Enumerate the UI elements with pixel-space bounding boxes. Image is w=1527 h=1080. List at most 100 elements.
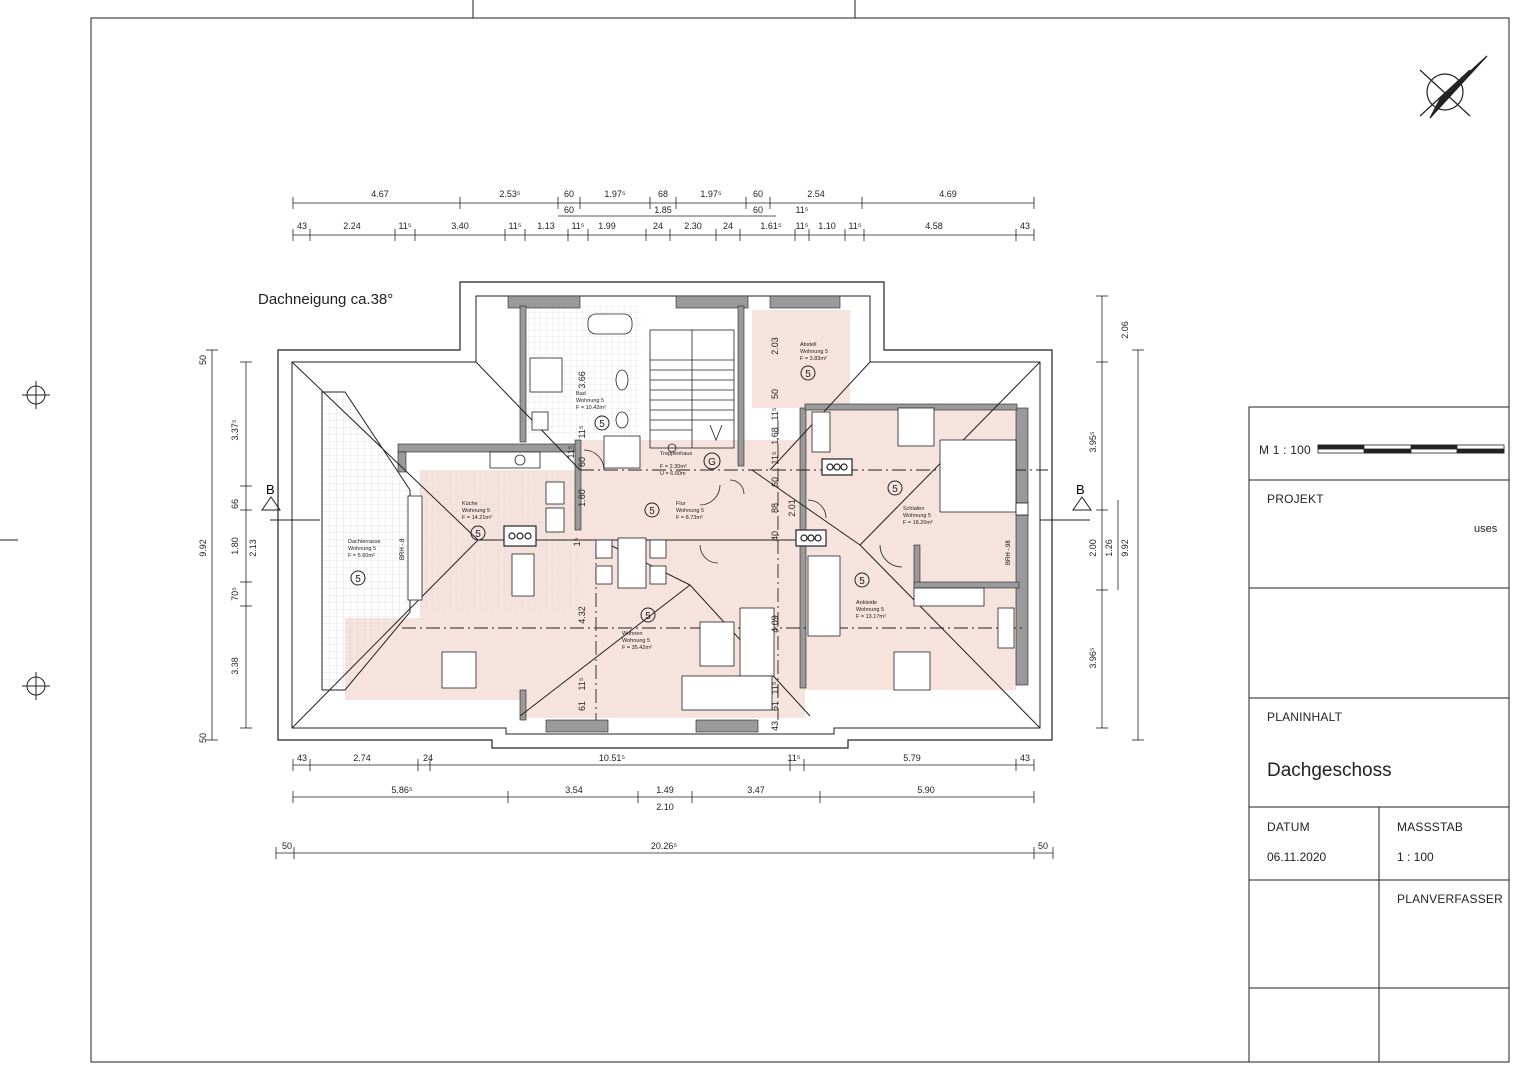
room-label: Küche Wohnung 5 F = 14.21m² — [462, 501, 492, 521]
massstab-label: MASSSTAB — [1397, 820, 1464, 834]
svg-text:5: 5 — [859, 576, 865, 587]
dimension-ticks — [206, 197, 1144, 859]
svg-text:66: 66 — [230, 499, 240, 509]
svg-text:11⁵: 11⁵ — [787, 753, 800, 763]
svg-text:Abstell: Abstell — [800, 342, 817, 348]
svg-text:1⁵: 1⁵ — [572, 537, 582, 546]
datum-label: DATUM — [1267, 820, 1310, 834]
svg-text:3.40: 3.40 — [451, 221, 469, 231]
svg-text:Wohnung 5: Wohnung 5 — [676, 508, 704, 514]
svg-text:Wohnen: Wohnen — [622, 631, 642, 637]
room-label: Treppenhaus F = 2.30m² U = 6.60m — [660, 451, 692, 477]
unit-marker-icon: 5 — [470, 525, 486, 541]
planverfasser-label: PLANVERFASSER — [1397, 892, 1503, 906]
svg-text:60: 60 — [577, 457, 587, 467]
dims-bottom-row2: 5.86⁵ 3.54 1.49 3.47 5.90 2.10 — [391, 785, 934, 812]
svg-text:68: 68 — [658, 189, 668, 199]
svg-text:F = 5.60m²: F = 5.60m² — [348, 553, 375, 559]
svg-text:Treppenhaus: Treppenhaus — [660, 451, 692, 457]
room-label: Abstell Wohnung 5 F = 3.83m² — [800, 342, 828, 362]
svg-text:2.30: 2.30 — [684, 221, 702, 231]
svg-text:2.01: 2.01 — [787, 499, 797, 517]
svg-text:24: 24 — [723, 221, 733, 231]
svg-text:Wohnung 5: Wohnung 5 — [856, 607, 884, 613]
svg-text:2.24: 2.24 — [343, 221, 361, 231]
svg-text:1.97⁵: 1.97⁵ — [604, 189, 626, 199]
chimney-icon — [503, 458, 853, 547]
planinhalt-value: Dachgeschoss — [1267, 760, 1392, 781]
staircase — [649, 329, 735, 453]
registration-mark-icon — [22, 381, 50, 700]
svg-text:9.92: 9.92 — [1120, 539, 1130, 557]
svg-text:1.97⁵: 1.97⁵ — [700, 189, 722, 199]
north-arrow-icon — [1419, 55, 1488, 119]
svg-text:11⁵: 11⁵ — [770, 407, 780, 420]
svg-text:5: 5 — [805, 369, 811, 380]
svg-text:60: 60 — [564, 205, 574, 215]
svg-text:60: 60 — [753, 205, 763, 215]
brh-left-label: BRH -.8 — [400, 538, 406, 560]
svg-text:20.26⁵: 20.26⁵ — [651, 841, 678, 851]
dims-right: 2.06 3.95⁵ 2.00 3.96⁵ 1.26 9.92 — [1088, 321, 1130, 668]
dims-top-row2: 60 1.85 60 11⁵ — [564, 205, 809, 215]
svg-text:24: 24 — [653, 221, 663, 231]
svg-text:1.80: 1.80 — [230, 537, 240, 555]
projekt-label: PROJEKT — [1267, 492, 1324, 506]
title-block-frame — [1248, 406, 1510, 1063]
svg-text:11⁵: 11⁵ — [571, 221, 584, 231]
svg-text:1.13: 1.13 — [537, 221, 555, 231]
svg-text:5.86⁵: 5.86⁵ — [391, 785, 413, 795]
svg-text:5.79: 5.79 — [903, 753, 921, 763]
svg-text:2.74: 2.74 — [353, 753, 371, 763]
unit-marker-icon: 5 — [854, 572, 870, 588]
svg-text:11⁵: 11⁵ — [795, 221, 808, 231]
window-openings — [407, 495, 1029, 601]
svg-text:2.03: 2.03 — [770, 337, 780, 355]
svg-text:1.85: 1.85 — [654, 205, 672, 215]
building-outline — [277, 281, 1053, 749]
svg-text:5: 5 — [599, 419, 605, 430]
room-label: Dachterrasse Wohnung 5 F = 5.60m² — [348, 539, 381, 559]
svg-text:Wohnung 5: Wohnung 5 — [622, 638, 650, 644]
svg-text:11⁵: 11⁵ — [566, 445, 576, 458]
svg-text:Wohnung 5: Wohnung 5 — [800, 349, 828, 355]
svg-text:F = 35.42m²: F = 35.42m² — [622, 645, 652, 651]
room-label: Schlafen Wohnung 5 F = 18.20m² — [903, 506, 933, 526]
svg-text:Wohnung 5: Wohnung 5 — [576, 398, 604, 404]
svg-text:4.32: 4.32 — [577, 606, 587, 624]
svg-text:Schlafen: Schlafen — [903, 506, 924, 512]
svg-text:3.47: 3.47 — [747, 785, 765, 795]
svg-text:Wohnung 5: Wohnung 5 — [462, 508, 490, 514]
svg-text:Flur: Flur — [676, 501, 686, 507]
dims-top-row3: 43 2.24 11⁵ 3.40 11⁵ 1.13 11⁵ 1.99 24 2.… — [297, 221, 1030, 231]
unit-marker-icon: 5 — [644, 502, 660, 518]
svg-text:1.26: 1.26 — [1104, 539, 1114, 557]
svg-text:F = 3.83m²: F = 3.83m² — [800, 356, 827, 362]
svg-text:43: 43 — [1020, 753, 1030, 763]
svg-text:10.51⁵: 10.51⁵ — [599, 753, 626, 763]
svg-text:2.06: 2.06 — [1120, 321, 1130, 339]
massstab-value: 1 : 100 — [1397, 850, 1434, 864]
svg-text:3.96⁵: 3.96⁵ — [1088, 647, 1098, 669]
svg-text:88: 88 — [770, 503, 780, 513]
svg-text:5: 5 — [892, 484, 898, 495]
svg-text:50: 50 — [1038, 841, 1048, 851]
svg-text:F = 8.73m²: F = 8.73m² — [676, 515, 703, 521]
svg-text:4.69: 4.69 — [939, 189, 957, 199]
svg-text:1.68: 1.68 — [770, 427, 780, 445]
svg-text:F = 2.30m²: F = 2.30m² — [660, 464, 687, 470]
terrace-tiles — [321, 391, 411, 691]
svg-text:B: B — [266, 482, 275, 497]
svg-text:5.90: 5.90 — [917, 785, 935, 795]
svg-text:1.61⁵: 1.61⁵ — [760, 221, 782, 231]
svg-text:43: 43 — [297, 221, 307, 231]
svg-text:43: 43 — [1020, 221, 1030, 231]
svg-text:61: 61 — [770, 701, 780, 711]
svg-text:G: G — [708, 457, 716, 468]
scale-bar — [1317, 444, 1505, 454]
svg-text:11⁵: 11⁵ — [577, 425, 587, 438]
dims-inner: 3.66 11⁵ 60 11⁵ 1.60 1⁵ 4.32 11⁵ 61 2.03… — [566, 337, 797, 731]
svg-text:60: 60 — [753, 189, 763, 199]
room-label: Ankleide Wohnung 5 F = 13.17m² — [856, 600, 886, 620]
